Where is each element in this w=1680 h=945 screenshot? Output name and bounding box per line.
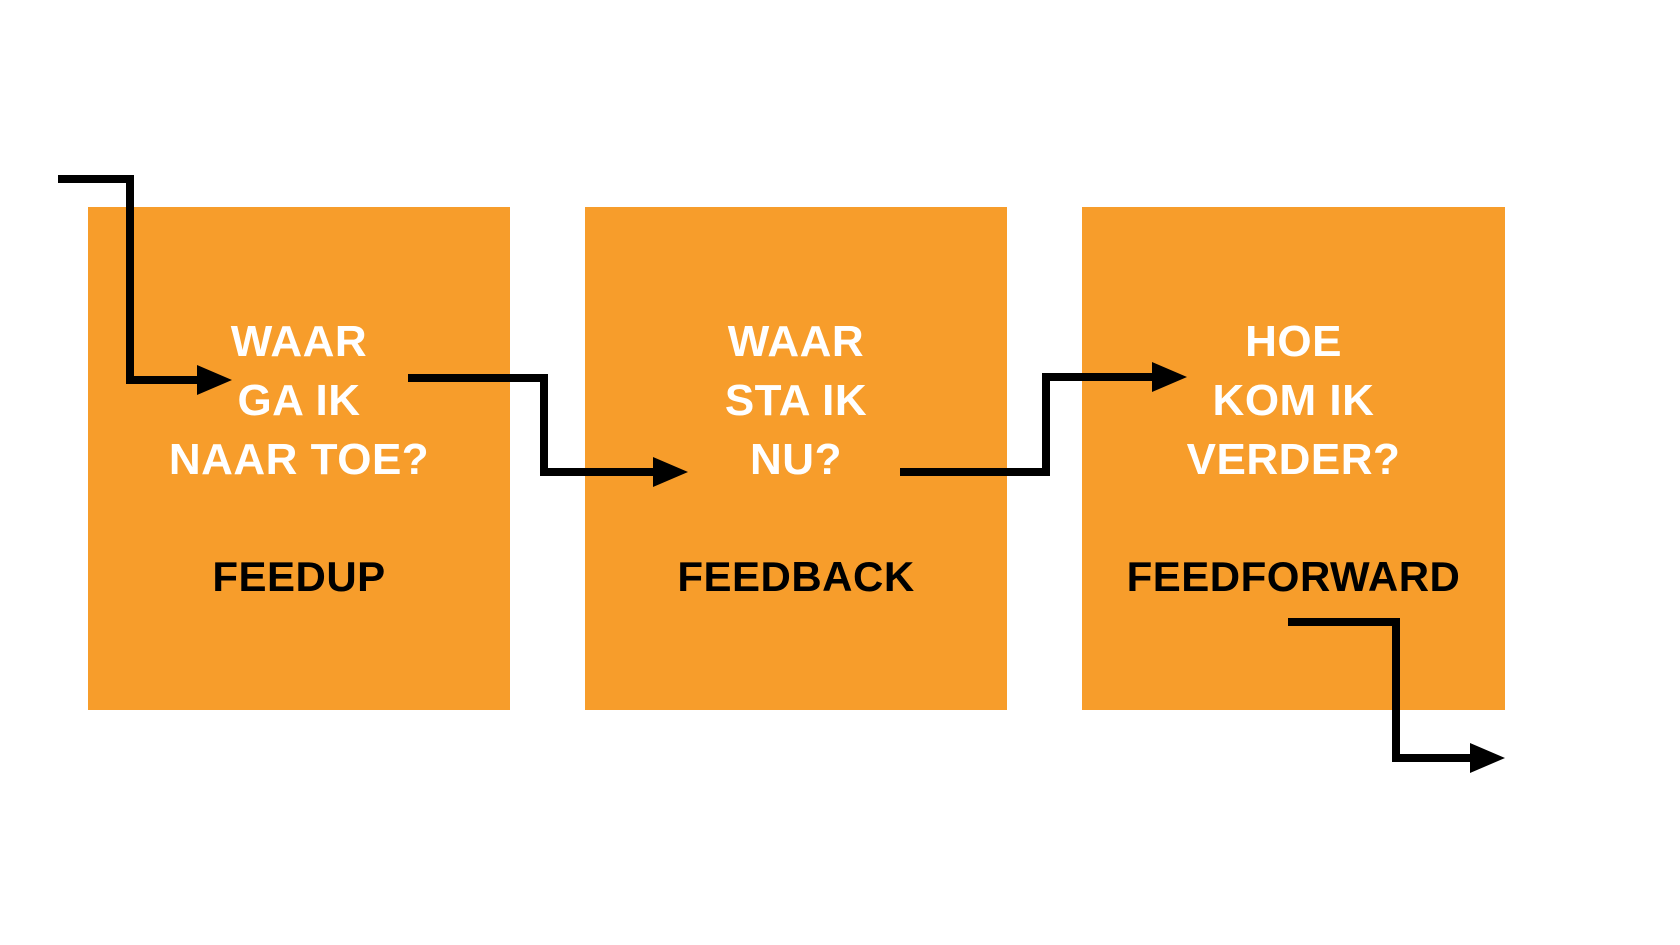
feedup-label: FEEDUP — [212, 553, 386, 600]
question-line: KOM IK — [1212, 376, 1375, 425]
question-line: NAAR TOE? — [168, 435, 430, 484]
feedback-to-feedforward-arrow — [900, 362, 1187, 476]
feedup-box: WAAR GA IK NAAR TOE? FEEDUP — [88, 207, 510, 710]
question-line: GA IK — [237, 376, 361, 425]
feedforward-question: HOE KOM IK VERDER? — [1082, 312, 1505, 489]
question-line: HOE — [1245, 317, 1342, 366]
question-line: STA IK — [724, 376, 868, 425]
question-line: WAAR — [727, 317, 865, 366]
feedback-label: FEEDBACK — [677, 553, 915, 600]
question-line: NU? — [750, 435, 842, 484]
feedforward-label: FEEDFORWARD — [1126, 553, 1461, 600]
exit-arrow — [1288, 618, 1505, 773]
question-line: VERDER? — [1186, 435, 1401, 484]
question-line: WAAR — [230, 317, 368, 366]
feedup-question: WAAR GA IK NAAR TOE? — [88, 312, 510, 489]
entry-arrow — [58, 175, 232, 395]
feedforward-box: HOE KOM IK VERDER? FEEDFORWARD — [1082, 207, 1505, 710]
feedup-to-feedback-arrow — [408, 374, 688, 487]
feedback-question: WAAR STA IK NU? — [585, 312, 1007, 489]
